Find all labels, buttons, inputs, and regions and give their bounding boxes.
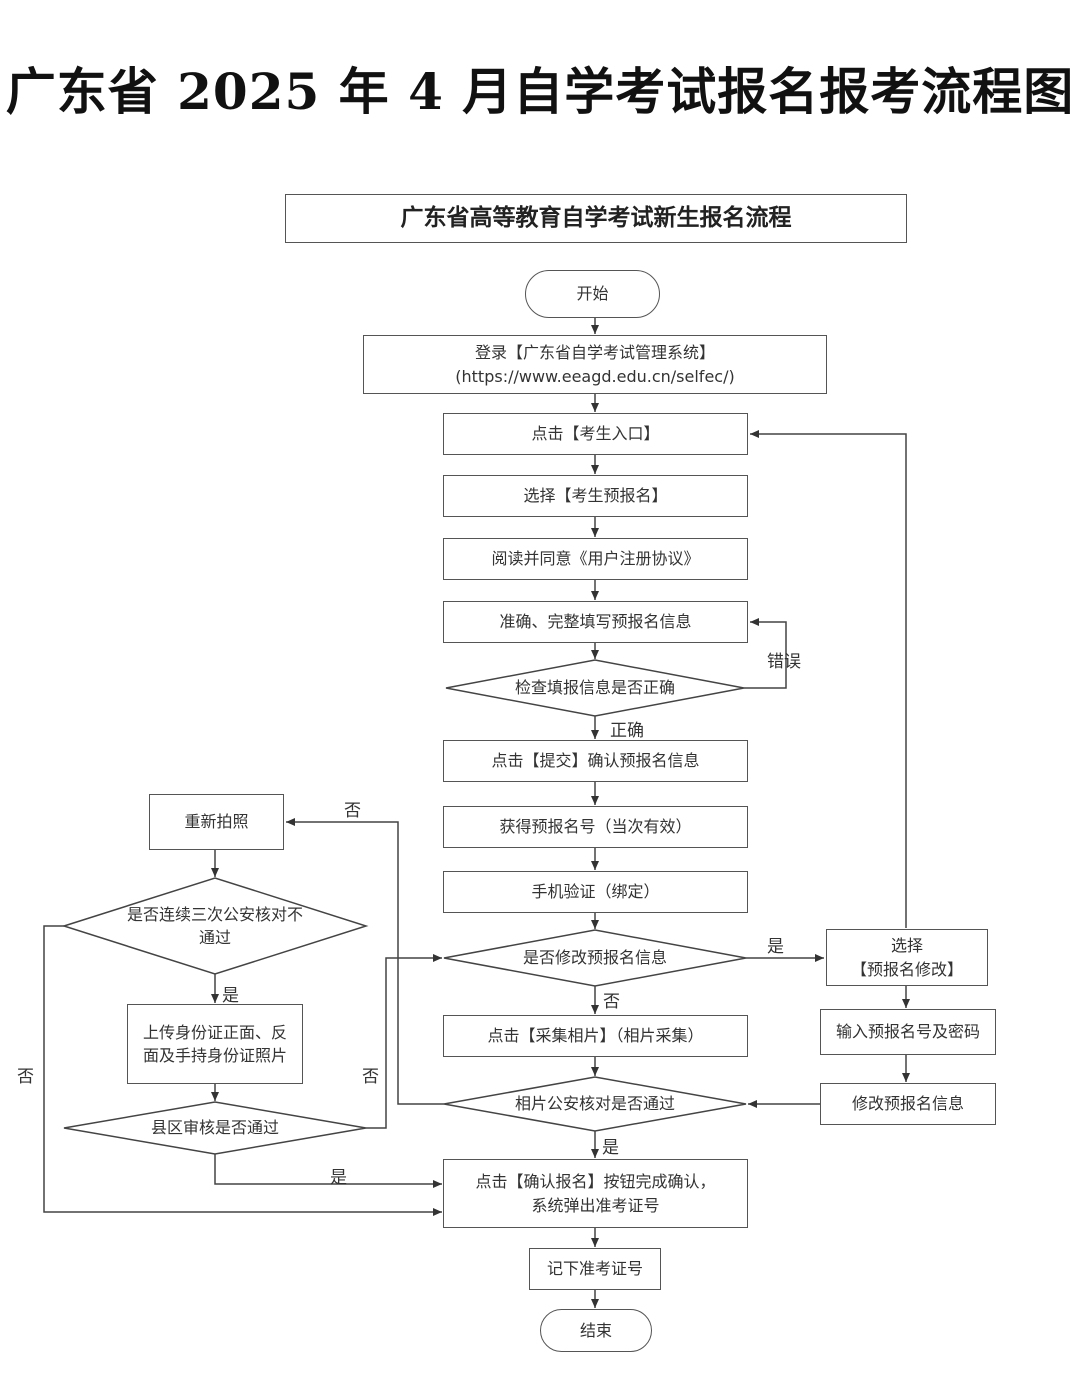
start-node: 开始	[525, 270, 660, 318]
check-info-decision: 检查填报信息是否正确	[514, 678, 675, 698]
confirm-node: 点击【确认报名】按钮完成确认， 系统弹出准考证号	[443, 1159, 748, 1228]
login-node: 登录【广东省自学考试管理系统】 (https://www.eeagd.edu.c…	[363, 335, 827, 394]
click-entry-node: 点击【考生入口】	[443, 413, 748, 455]
modify-decision: 是否修改预报名信息	[522, 948, 667, 968]
modify-info-node: 修改预报名信息	[820, 1083, 996, 1125]
label-photo-no: 否	[344, 801, 361, 821]
get-number-node: 获得预报名号（当次有效）	[443, 806, 748, 848]
read-agree-node: 阅读并同意《用户注册协议》	[443, 538, 748, 580]
fill-info-node: 准确、完整填写预报名信息	[443, 601, 748, 643]
label-county-yes: 是	[330, 1168, 347, 1188]
end-node: 结束	[540, 1309, 652, 1352]
login-line-1: 登录【广东省自学考试管理系统】	[474, 343, 715, 363]
select-modify-node: 选择 【预报名修改】	[826, 929, 988, 986]
record-node: 记下准考证号	[529, 1248, 661, 1290]
label-three-yes: 是	[222, 986, 239, 1006]
label-photo-yes: 是	[602, 1138, 619, 1158]
upload-line-2: 面及手持身份证照片	[142, 1046, 287, 1065]
login-url: (https://www.eeagd.edu.cn/selfec/)	[455, 366, 735, 386]
select-modify-line-2: 【预报名修改】	[850, 959, 963, 979]
input-number-node: 输入预报名号及密码	[820, 1009, 996, 1055]
county-review-decision: 县区审核是否通过	[150, 1118, 279, 1138]
select-prereg-node: 选择【考生预报名】	[443, 475, 748, 517]
retake-node: 重新拍照	[149, 794, 284, 850]
three-times-decision: 是否连续三次公安核对不 通过	[64, 878, 366, 974]
label-correct: 正确	[610, 721, 644, 741]
confirm-line-1: 点击【确认报名】按钮完成确认，	[475, 1172, 716, 1192]
flow-header: 广东省高等教育自学考试新生报名流程	[285, 194, 907, 243]
diamond-photo-check	[443, 1076, 747, 1132]
photo-check-decision: 相片公安核对是否通过	[514, 1094, 675, 1114]
three-times-line-1: 是否连续三次公安核对不	[126, 904, 303, 924]
three-times-line-2: 通过	[198, 928, 231, 947]
upload-line-1: 上传身份证正面、反	[142, 1022, 287, 1042]
upload-id-node: 上传身份证正面、反 面及手持身份证照片	[127, 1004, 303, 1084]
photo-node: 点击【采集相片】（相片采集）	[443, 1015, 748, 1057]
page-title: 广东省 2025 年 4 月自学考试报名报考流程图	[5, 62, 1075, 121]
phone-verify-node: 手机验证（绑定）	[443, 871, 748, 913]
label-error: 错误	[767, 652, 801, 672]
confirm-line-2: 系统弹出准考证号	[531, 1195, 660, 1215]
label-modify-yes: 是	[767, 937, 784, 957]
label-modify-no: 否	[603, 992, 620, 1012]
select-modify-line-1: 选择	[890, 936, 923, 956]
diamond-three-times	[61, 877, 369, 975]
label-three-no: 否	[17, 1067, 34, 1087]
submit-node: 点击【提交】确认预报名信息	[443, 740, 748, 782]
label-county-no: 否	[362, 1067, 379, 1087]
